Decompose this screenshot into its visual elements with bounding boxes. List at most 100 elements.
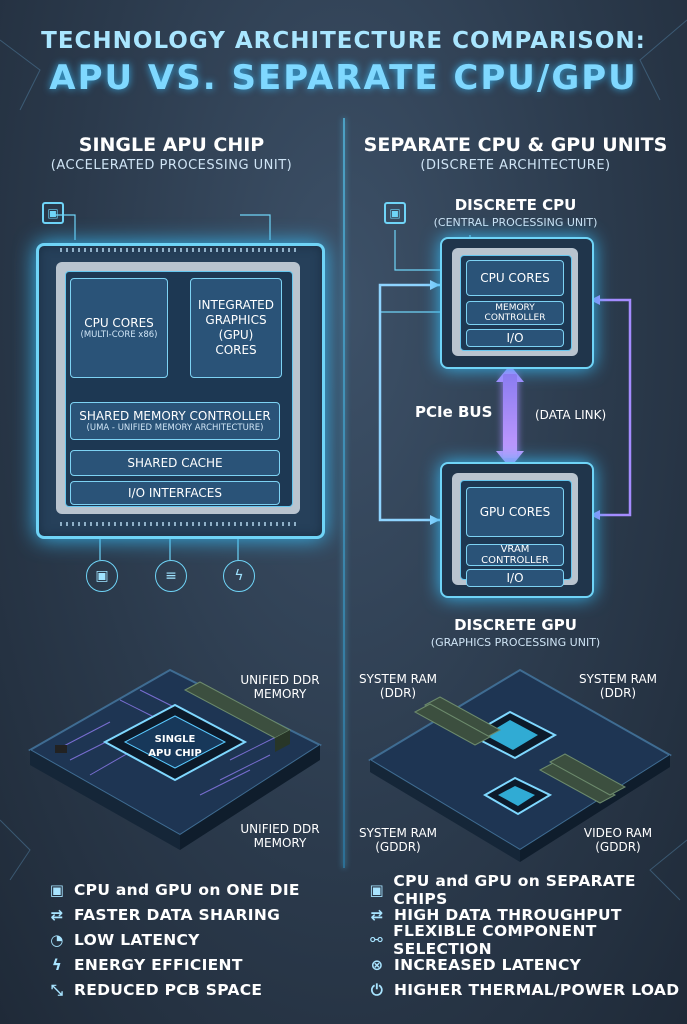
unified-memory-top-label: UNIFIED DDR MEMORY: [235, 673, 325, 701]
discrete-gpu-cores-label: GPU CORES: [479, 505, 551, 519]
chip-pins: [60, 522, 300, 526]
component-icon: ⚯: [370, 930, 383, 949]
list-item: ⏻ HIGHER THERMAL/POWER LOAD: [368, 977, 686, 1002]
shrink-icon: ⤡: [50, 980, 64, 999]
discrete-cpu-cores-label: CPU CORES: [480, 271, 550, 285]
discrete-cpu-subtitle: (CENTRAL PROCESSING UNIT): [433, 216, 598, 229]
feature-text: REDUCED PCB SPACE: [74, 980, 263, 999]
apu-board-chip-label: SINGLE APU CHIP: [140, 733, 210, 761]
discrete-gpu-io-block: I/O: [466, 569, 564, 587]
ram-tr-line2: (DDR): [599, 686, 637, 700]
discrete-gpu-cores-block: GPU CORES: [466, 487, 564, 537]
chip-icon: ▣: [42, 202, 64, 224]
pcie-bus-sublabel: (DATA LINK): [535, 408, 607, 422]
apu-gpu-cores-block: INTEGRATED GRAPHICS (GPU) CORES: [190, 278, 282, 378]
discrete-gpu-subtitle: (GRAPHICS PROCESSING UNIT): [430, 636, 601, 649]
list-item: ⇄ FASTER DATA SHARING: [48, 902, 338, 927]
system-ram-ddr-right-label: SYSTEM RAM (DDR): [578, 672, 658, 700]
apu-cache-label: SHARED CACHE: [127, 456, 223, 470]
bolt-icon: ϟ: [51, 955, 63, 974]
discrete-cpu-io-label: I/O: [506, 331, 524, 345]
feature-text: FASTER DATA SHARING: [74, 905, 281, 924]
unified-memory-top-line2: MEMORY: [253, 687, 307, 701]
discrete-feature-list: ▣ CPU and GPU on SEPARATE CHIPS ⇄ HIGH DAT…: [368, 872, 686, 1002]
page-title-line2: APU VS. SEPARATE CPU/GPU: [49, 58, 638, 98]
chip-pins: [60, 248, 300, 252]
apu-cpu-cores-sublabel: (MULTI-CORE x86): [80, 330, 158, 340]
apu-cpu-cores-label: CPU CORES: [84, 316, 154, 330]
feature-text: CPU and GPU on ONE DIE: [74, 880, 300, 899]
unified-memory-bottom-line2: MEMORY: [253, 836, 307, 850]
list-item: ⊗ INCREASED LATENCY: [368, 952, 686, 977]
chip-icon: ▣: [49, 880, 65, 899]
feature-text: CPU and GPU on SEPARATE CHIPS: [393, 871, 636, 908]
chip-icon: ▣: [369, 880, 384, 899]
discrete-cpu-cores-block: CPU CORES: [466, 260, 564, 296]
chip-icon: ▣: [384, 202, 406, 224]
apu-board-chip-label-line2: APU CHIP: [148, 748, 202, 759]
system-ram-ddr-left-label: SYSTEM RAM (DDR): [358, 672, 438, 700]
page-title-line1: TECHNOLOGY ARCHITECTURE COMPARISON:: [41, 28, 646, 54]
discrete-gpu-vram-controller-block: VRAM CONTROLLER: [466, 544, 564, 566]
apu-io-block: I/O INTERFACES: [70, 481, 280, 505]
chip-icon: ▣: [86, 560, 118, 592]
ram-tl-line1: SYSTEM RAM: [358, 672, 438, 686]
pcie-bus-label: PCIe BUS: [415, 403, 493, 421]
discrete-gpu-title: DISCRETE GPU: [454, 616, 577, 634]
feature-text: ENERGY EFFICIENT: [74, 955, 243, 974]
list-item: ⤡ REDUCED PCB SPACE: [48, 977, 338, 1002]
left-subheading: (ACCELERATED PROCESSING UNIT): [50, 158, 293, 173]
feature-text: LOW LATENCY: [74, 930, 200, 949]
discrete-gpu-vram-controller-label: VRAM CONTROLLER: [481, 544, 549, 566]
apu-gpu-line4: CORES: [215, 343, 257, 357]
apu-feature-list: ▣ CPU and GPU on ONE DIE ⇄ FASTER DATA SHA…: [48, 877, 338, 1002]
feature-text: HIGHER THERMAL/POWER LOAD: [394, 980, 680, 999]
apu-cpu-cores-block: CPU CORES (MULTI-CORE x86): [70, 278, 168, 378]
exchange-icon: ⇄: [370, 905, 384, 924]
discrete-gpu-io-label: I/O: [506, 571, 524, 585]
right-heading: SEPARATE CPU & GPU UNITS: [363, 134, 668, 156]
discrete-cpu-title: DISCRETE CPU: [454, 196, 577, 214]
feature-text: FLEXIBLE COMPONENT SELECTION: [393, 921, 597, 958]
power-icon: ⏻: [370, 980, 384, 999]
bolt-icon: ϟ: [223, 560, 255, 592]
list-item: ϟ ENERGY EFFICIENT: [48, 952, 338, 977]
apu-memory-controller-block: SHARED MEMORY CONTROLLER (UMA - UNIFIED …: [70, 402, 280, 440]
unified-memory-bottom-label: UNIFIED DDR MEMORY: [235, 822, 325, 850]
video-ram-gddr-label: VIDEO RAM (GDDR): [578, 826, 658, 854]
ram-tr-line1: SYSTEM RAM: [578, 672, 658, 686]
apu-gpu-line2: GRAPHICS: [205, 313, 267, 327]
exchange-icon: ⇄: [50, 905, 64, 924]
ram-tl-line2: (DDR): [379, 686, 417, 700]
feature-text: HIGH DATA THROUGHPUT: [394, 905, 622, 924]
apu-memory-controller-label: SHARED MEMORY CONTROLLER: [79, 409, 271, 423]
system-ram-gddr-label: SYSTEM RAM (GDDR): [358, 826, 438, 854]
apu-board-chip-label-line1: SINGLE: [154, 734, 196, 745]
unified-memory-bottom-line1: UNIFIED DDR: [240, 822, 320, 836]
right-subheading: (DISCRETE ARCHITECTURE): [420, 158, 611, 173]
left-heading: SINGLE APU CHIP: [78, 134, 265, 156]
discrete-cpu-memory-controller-block: MEMORY CONTROLLER: [466, 301, 564, 325]
discrete-cpu-io-block: I/O: [466, 329, 564, 347]
list-item: ◔LOW LATENCY: [48, 927, 338, 952]
list-item: ▣ CPU and GPU on SEPARATE CHIPS: [368, 872, 686, 908]
apu-io-label: I/O INTERFACES: [128, 486, 222, 500]
list-item: ⚯ FLEXIBLE COMPONENT SELECTION: [368, 922, 686, 958]
column-divider: [343, 118, 345, 868]
apu-gpu-line3: (GPU): [218, 328, 254, 342]
ram-bl-line1: SYSTEM RAM: [358, 826, 438, 840]
apu-gpu-line1: INTEGRATED: [197, 298, 274, 312]
list-item: ⇄ HIGH DATA THROUGHPUT: [368, 902, 686, 927]
feature-text: INCREASED LATENCY: [394, 955, 582, 974]
ram-br-line1: VIDEO RAM: [583, 826, 653, 840]
list-item: ▣ CPU and GPU on ONE DIE: [48, 877, 338, 902]
apu-memory-controller-sublabel: (UMA - UNIFIED MEMORY ARCHITECTURE): [86, 423, 264, 433]
unified-memory-top-line1: UNIFIED DDR: [240, 673, 320, 687]
x-circle-icon: ⊗: [370, 955, 384, 974]
ram-bl-line2: (GDDR): [375, 840, 421, 854]
discrete-cpu-memory-controller-label: MEMORY CONTROLLER: [484, 303, 546, 323]
database-icon: ≡: [155, 560, 187, 592]
ram-br-line2: (GDDR): [595, 840, 641, 854]
